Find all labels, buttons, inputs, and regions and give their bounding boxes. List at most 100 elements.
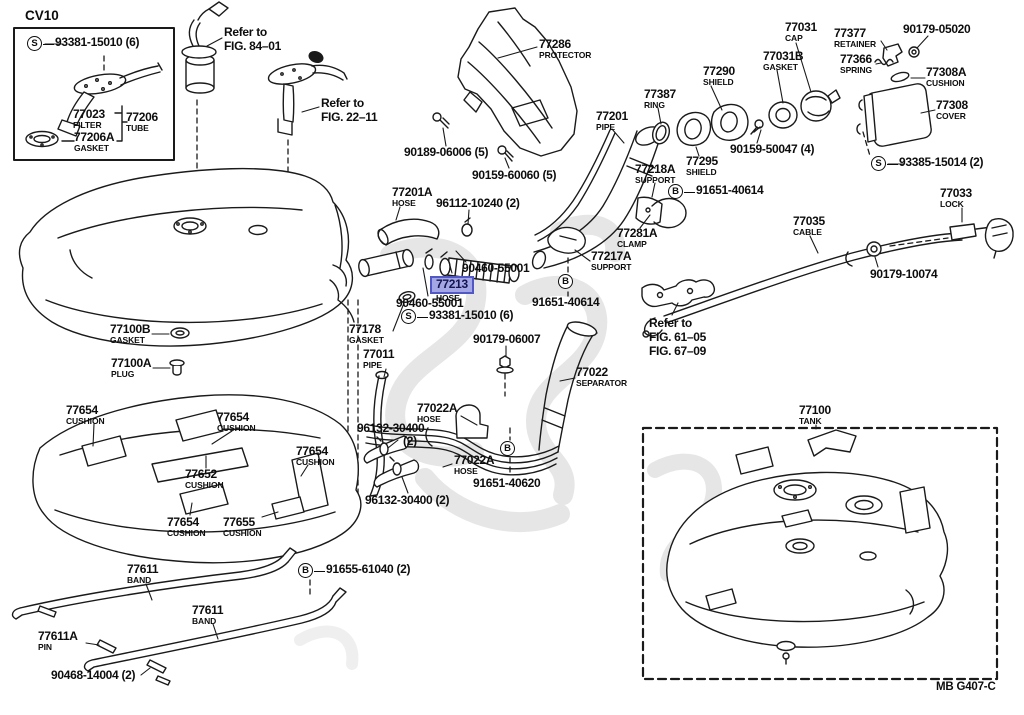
part-number: 91651-40614 bbox=[696, 183, 764, 197]
part-number: 90159-50047 (4) bbox=[730, 142, 815, 156]
part-number: 90460-55001 bbox=[462, 261, 530, 275]
part-name: (2) bbox=[403, 434, 417, 448]
part-number: 77611A bbox=[38, 629, 78, 643]
part-name: FIG. 67–09 bbox=[649, 344, 707, 358]
tank-shield-drawing bbox=[32, 394, 362, 564]
part-number: 77611 bbox=[192, 603, 224, 617]
part-name: PLUG bbox=[111, 369, 135, 379]
part-name: SEPARATOR bbox=[576, 378, 628, 388]
part-number: 90189-06006 (5) bbox=[404, 145, 489, 159]
bolt-91651-40614-b: 91651-40614 bbox=[532, 295, 600, 309]
part-number: 77654 bbox=[296, 444, 328, 458]
part-name: GASKET bbox=[110, 335, 145, 345]
part-name: HOSE bbox=[454, 466, 478, 476]
part-number: 77011 bbox=[363, 347, 395, 361]
tank-band-drawing bbox=[11, 547, 347, 686]
clamp-96132-30400-a: 96132-30400(2) bbox=[357, 422, 425, 448]
nut-90179-06007: 90179-06007 bbox=[473, 333, 541, 346]
part-number: Refer to bbox=[224, 25, 267, 39]
part-name: RING bbox=[644, 100, 665, 110]
cv10-parts-box bbox=[13, 27, 175, 161]
part-number: 77100A bbox=[111, 356, 152, 370]
part-name: FILTER bbox=[73, 120, 102, 130]
fastener-marker-b-icon: B bbox=[298, 563, 313, 578]
part-number: 96112-10240 (2) bbox=[436, 196, 520, 210]
part-number: 77035 bbox=[793, 214, 825, 228]
part-name: CUSHION bbox=[926, 78, 965, 88]
part-number: 77377 bbox=[834, 26, 866, 40]
part-name: CUSHION bbox=[185, 480, 224, 490]
drawing-code: MB G407-C bbox=[936, 681, 996, 693]
part-number: 77201A bbox=[392, 185, 433, 199]
part-number: 77652 bbox=[185, 467, 217, 481]
screw-90189-06006: 90189-06006 (5) bbox=[404, 145, 489, 159]
part-number: 77178 bbox=[349, 322, 381, 336]
part-number: 77290 bbox=[703, 64, 735, 78]
part-number: 77022A bbox=[454, 453, 495, 467]
part-number: 77366 bbox=[840, 52, 872, 66]
part-name: CUSHION bbox=[167, 528, 206, 538]
part-number: 77206A bbox=[74, 130, 115, 144]
fastener-marker-b-icon: B bbox=[558, 274, 573, 289]
label-bracket bbox=[61, 105, 128, 142]
part-number: 91651-40614 bbox=[532, 295, 600, 309]
part-number: MB G407-C bbox=[936, 681, 996, 693]
part-number: 77100B bbox=[110, 322, 151, 336]
clamp-90460-55001-b: 90460-55001 bbox=[396, 297, 464, 310]
part-number: 77033 bbox=[940, 186, 972, 200]
part-name: PIN bbox=[38, 642, 52, 652]
part-name: SUPPORT bbox=[591, 262, 632, 272]
part-number: 77100 bbox=[799, 403, 831, 417]
part-number: 77655 bbox=[223, 515, 255, 529]
marker-leader-dash bbox=[887, 164, 898, 165]
grommet-90179-10074: 90179-10074 bbox=[870, 268, 938, 281]
fastener-marker-b-icon: B bbox=[500, 441, 515, 456]
part-name: CLAMP bbox=[617, 239, 647, 249]
part-number: 77023 bbox=[73, 107, 105, 121]
clamp-96112-10240: 96112-10240 (2) bbox=[436, 197, 520, 210]
lid-cable-drawing bbox=[641, 218, 1014, 338]
clamp-90460-55001-a: 90460-55001 bbox=[462, 261, 530, 275]
protector-screws bbox=[432, 112, 514, 162]
nut-90179-05020: 90179-05020 bbox=[903, 23, 971, 36]
part-name: PIPE bbox=[363, 360, 382, 370]
part-name: BAND bbox=[127, 575, 152, 585]
part-number: 96132-30400 (2) bbox=[365, 493, 450, 507]
parts-artwork bbox=[11, 1, 1014, 686]
part-number: 77022 bbox=[576, 365, 608, 379]
protector-drawing bbox=[457, 7, 578, 157]
separator-drawing bbox=[363, 321, 598, 488]
part-name: TANK bbox=[799, 416, 822, 426]
fastener-marker-s-icon: S bbox=[871, 156, 886, 171]
part-number: 90159-60060 (5) bbox=[472, 168, 557, 182]
